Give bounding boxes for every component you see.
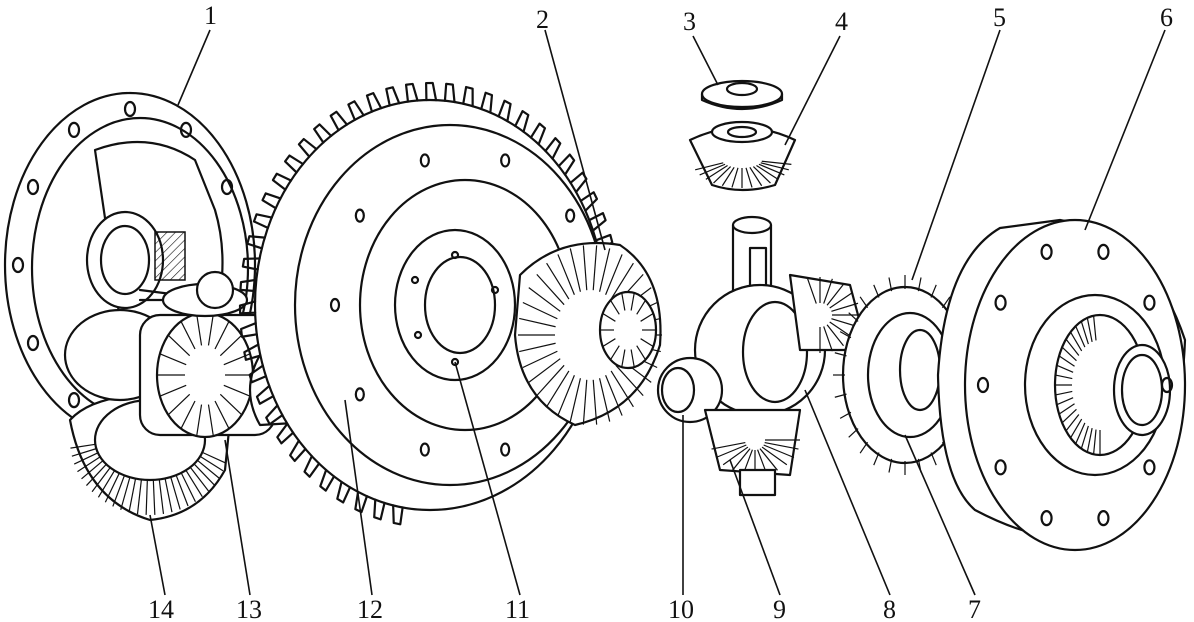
cross-shaft-spider bbox=[693, 215, 827, 417]
thrust-washer bbox=[700, 79, 784, 111]
part-labels: 1 2 3 4 5 6 7 8 9 10 11 12 13 14 bbox=[148, 1, 1173, 622]
label-8: 8 bbox=[883, 595, 896, 622]
label-2: 2 bbox=[536, 5, 549, 34]
label-5: 5 bbox=[993, 3, 1006, 32]
pinion-gear-assembly bbox=[63, 270, 277, 439]
label-12: 12 bbox=[357, 595, 383, 622]
planet-bevel-gear-top bbox=[688, 120, 797, 192]
label-6: 6 bbox=[1160, 3, 1173, 32]
label-9: 9 bbox=[773, 595, 786, 622]
label-4: 4 bbox=[835, 7, 848, 36]
planet-bevel-gear-bottom bbox=[703, 408, 802, 497]
label-7: 7 bbox=[968, 595, 981, 622]
label-14: 14 bbox=[148, 595, 174, 622]
side-gear-right bbox=[833, 275, 977, 475]
label-3: 3 bbox=[683, 7, 696, 36]
pinion-nut bbox=[656, 356, 724, 424]
leader-lines bbox=[149, 29, 1166, 596]
label-13: 13 bbox=[236, 595, 262, 622]
label-1: 1 bbox=[204, 1, 217, 30]
right-case-flange bbox=[936, 218, 1187, 552]
label-10: 10 bbox=[668, 595, 694, 622]
label-11: 11 bbox=[505, 595, 530, 622]
bevel-gear-center bbox=[513, 241, 662, 427]
ring-gear bbox=[238, 81, 622, 526]
